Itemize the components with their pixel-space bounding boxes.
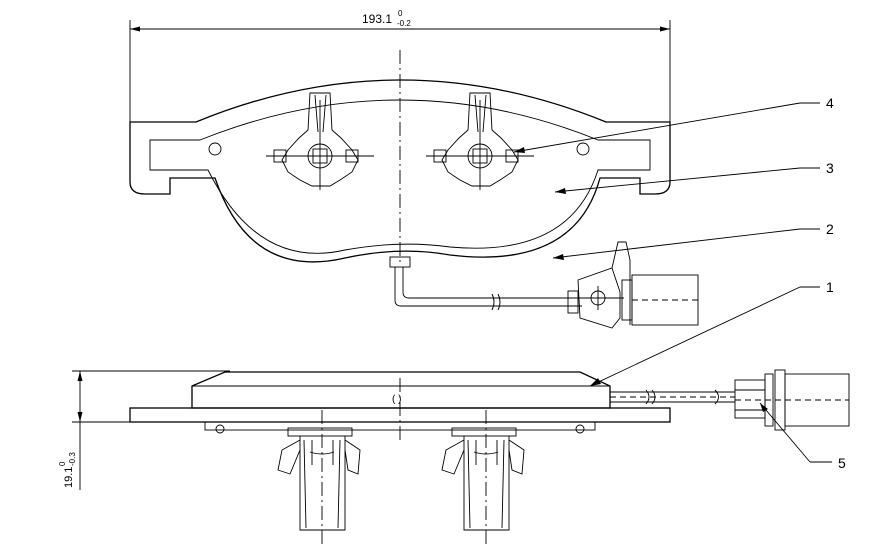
left-spring-clip bbox=[266, 92, 374, 190]
wear-sensor-top bbox=[389, 241, 699, 329]
side-view: 19.1 0 -0.3 ( ) bbox=[58, 369, 850, 545]
thickness-dimension-value: 19.1 bbox=[63, 467, 75, 488]
callout-label-2: 2 bbox=[826, 221, 834, 237]
callout-label-4: 4 bbox=[826, 95, 834, 111]
width-dimension-value: 193.1 bbox=[362, 12, 392, 26]
left-clip-side bbox=[277, 410, 361, 545]
friction-material-outline bbox=[149, 99, 651, 254]
callout-label-5: 5 bbox=[838, 455, 846, 471]
wear-sensor-side bbox=[610, 369, 850, 431]
right-hole bbox=[576, 142, 590, 156]
top-view: 193.1 0 -0.2 bbox=[129, 9, 699, 329]
width-dimension-upper-tolerance: 0 bbox=[398, 9, 403, 18]
callouts: 4 3 2 1 5 bbox=[513, 95, 846, 471]
right-spring-clip bbox=[426, 92, 534, 190]
thickness-dimension: 19.1 0 -0.3 bbox=[58, 370, 230, 490]
left-hole bbox=[208, 142, 222, 156]
thickness-dimension-lower-tolerance: -0.3 bbox=[68, 452, 77, 466]
backing-plate-outline bbox=[129, 79, 671, 263]
callout-label-1: 1 bbox=[826, 279, 834, 295]
center-mark: ( ) bbox=[392, 394, 401, 405]
right-clip-side bbox=[441, 410, 525, 545]
thickness-dimension-upper-tolerance: 0 bbox=[58, 461, 67, 466]
width-dimension-lower-tolerance: -0.2 bbox=[397, 19, 411, 28]
callout-label-3: 3 bbox=[826, 160, 834, 176]
width-dimension: 193.1 0 -0.2 bbox=[129, 9, 671, 122]
